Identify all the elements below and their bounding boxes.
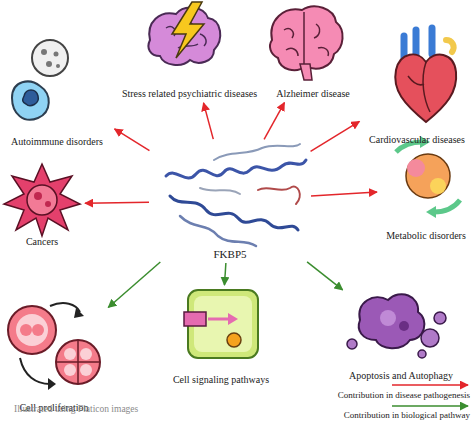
metabolism-icon <box>396 136 460 218</box>
pathogenesis-arrow <box>264 103 284 140</box>
pathogenesis-arrow <box>311 121 360 151</box>
brain-icon <box>270 6 343 80</box>
legend-text: Contribution in disease pathogenesis <box>338 390 470 400</box>
node-label: Cell signaling pathways <box>173 374 269 386</box>
disease-node: Alzheimer disease <box>272 2 354 100</box>
cell-signaling-icon <box>184 290 258 358</box>
node-label: Alzheimer disease <box>276 88 350 100</box>
disease-node: Metabolic disorders <box>380 136 472 242</box>
pathway-node: Apoptosis and Autophagy <box>345 290 457 382</box>
node-label: FKBP5 <box>213 248 246 260</box>
heart-icon <box>395 28 456 122</box>
node-label: Cardiovascular diseases <box>369 134 465 146</box>
legend-red-arrow <box>392 384 468 386</box>
stressed-brain-icon <box>148 2 220 65</box>
pathway-node: Cell signaling pathways <box>165 288 277 386</box>
protein-structure <box>166 144 306 246</box>
apoptosis-icon <box>347 294 446 358</box>
pathogenesis-arrow <box>85 202 149 203</box>
legend-green-arrow <box>392 405 468 407</box>
pathway-arrow <box>307 262 343 290</box>
legend-text: Contribution in biological pathway <box>344 410 470 420</box>
central-protein-node: FKBP5 <box>152 142 308 260</box>
pathway-arrow <box>224 263 225 285</box>
pathogenesis-arrow <box>311 192 377 196</box>
cancer-cell-icon <box>4 164 80 236</box>
node-label: Stress related psychiatric diseases <box>122 88 257 100</box>
node-label: Apoptosis and Autophagy <box>349 370 453 382</box>
node-label: Autoimmune disorders <box>11 136 103 148</box>
pathway-node: Cell proliferation <box>2 296 106 414</box>
immune-cells-icon <box>12 40 68 120</box>
cell-division-icon <box>8 303 100 390</box>
pathogenesis-arrow <box>204 103 214 139</box>
disease-node: Cancers <box>2 160 82 248</box>
disease-node: Cardiovascular diseases <box>362 26 472 146</box>
disease-node: Autoimmune disorders <box>2 38 112 148</box>
pathogenesis-arrow <box>115 129 150 151</box>
credit-note: Illustrated using Flaticon images <box>14 404 138 414</box>
node-label: Metabolic disorders <box>386 230 466 242</box>
disease-node: Stress related psychiatric diseases <box>112 2 267 100</box>
node-label: Cancers <box>26 236 58 248</box>
pathway-arrow <box>108 262 160 308</box>
